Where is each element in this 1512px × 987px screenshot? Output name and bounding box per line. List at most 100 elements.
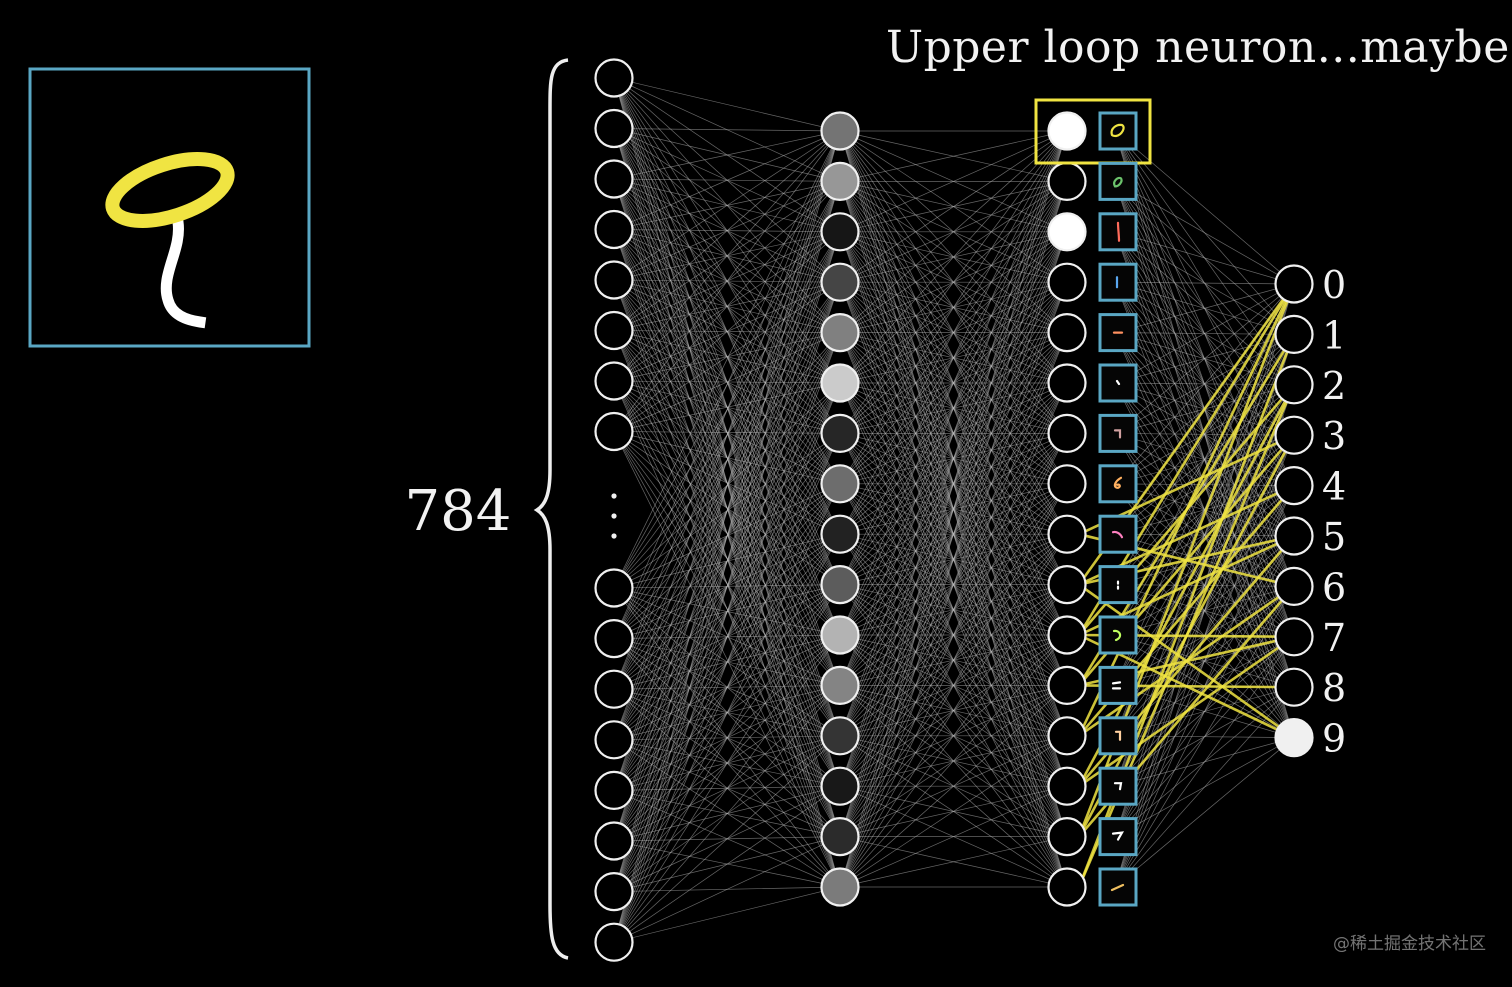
output-neuron bbox=[1274, 516, 1314, 556]
connection-edge bbox=[1114, 283, 1295, 434]
connection-edge bbox=[839, 130, 1068, 434]
hidden2-neuron bbox=[1047, 413, 1087, 453]
hidden2-neuron bbox=[1047, 262, 1087, 302]
connection-edge bbox=[1114, 283, 1295, 384]
hidden1-neuron bbox=[820, 111, 860, 151]
connection-edge bbox=[613, 128, 841, 132]
connection-edge bbox=[1114, 283, 1295, 888]
thumbnail-stroke bbox=[1111, 681, 1122, 690]
connection-edge bbox=[1114, 586, 1295, 888]
thumbnail-frame bbox=[1098, 413, 1138, 453]
connection-edge bbox=[613, 785, 841, 943]
output-label: 2 bbox=[1322, 364, 1346, 408]
thumbnail-frame bbox=[1098, 161, 1138, 201]
output-label: 0 bbox=[1322, 263, 1346, 307]
hidden1-neuron bbox=[820, 615, 860, 655]
thumbnail-stroke bbox=[1113, 176, 1123, 188]
hidden1-neuron bbox=[820, 514, 860, 554]
connection-edge bbox=[613, 181, 841, 943]
thumbnail-stroke bbox=[1111, 530, 1124, 539]
connection-edge bbox=[839, 130, 1068, 283]
output-label: 5 bbox=[1322, 515, 1346, 559]
connection-edge bbox=[613, 332, 841, 943]
input-neuron bbox=[594, 720, 634, 760]
connection-edge bbox=[839, 433, 1068, 888]
connection-edge bbox=[839, 130, 1068, 888]
connection-edge bbox=[613, 433, 841, 943]
input-neuron bbox=[594, 260, 634, 300]
connection-edge bbox=[839, 332, 1068, 888]
connection-edge bbox=[613, 130, 841, 943]
connection-edge bbox=[613, 431, 841, 485]
connection-edge bbox=[839, 130, 1068, 484]
connection-edge bbox=[1114, 283, 1295, 837]
input-neuron bbox=[594, 108, 634, 149]
connection-edge bbox=[613, 886, 841, 943]
feature-thumbnails bbox=[1098, 111, 1138, 907]
connection-edge bbox=[1114, 283, 1295, 787]
neurons bbox=[594, 58, 1314, 962]
feature-thumbnail bbox=[1098, 565, 1138, 605]
hidden1-neuron bbox=[820, 262, 860, 302]
hidden2-neuron bbox=[1047, 464, 1087, 504]
hidden1-neuron bbox=[820, 363, 860, 403]
feature-thumbnail bbox=[1098, 615, 1138, 655]
connection-edge bbox=[839, 231, 1068, 888]
connection-edge bbox=[1114, 435, 1295, 888]
hidden2-neuron bbox=[1047, 766, 1087, 806]
hidden2-neuron bbox=[1047, 212, 1087, 252]
feature-thumbnail bbox=[1098, 262, 1138, 302]
connection-edge bbox=[839, 382, 1068, 888]
hidden1-neuron bbox=[820, 413, 860, 453]
input-neuron bbox=[594, 871, 634, 912]
output-neuron bbox=[1274, 566, 1314, 607]
connection-edge bbox=[613, 130, 841, 690]
connection-edge bbox=[613, 130, 841, 281]
connection-edge bbox=[613, 431, 841, 434]
thumbnail-stroke bbox=[1111, 831, 1125, 841]
output-neuron bbox=[1274, 466, 1314, 506]
connection-edge bbox=[1114, 231, 1295, 285]
connection-edge bbox=[839, 534, 1068, 888]
connection-edge bbox=[839, 735, 1068, 888]
feature-thumbnail bbox=[1098, 716, 1138, 756]
connection-edge bbox=[839, 130, 1068, 535]
output-neuron bbox=[1274, 667, 1314, 707]
connection-edge bbox=[613, 685, 841, 943]
connection-edge bbox=[613, 282, 841, 943]
thumbnail-frame bbox=[1098, 817, 1138, 857]
connection-edge bbox=[839, 130, 1068, 787]
output-neuron bbox=[1274, 314, 1314, 354]
thumbnail-stroke bbox=[1110, 883, 1125, 892]
thumbnail-stroke bbox=[1114, 730, 1122, 741]
hidden2-neuron bbox=[1047, 161, 1087, 201]
output-neuron bbox=[1274, 415, 1314, 455]
thumbnail-stroke bbox=[1110, 123, 1125, 138]
connection-edge bbox=[613, 130, 841, 331]
hidden1-neuron bbox=[820, 212, 860, 252]
input-neuron bbox=[594, 922, 634, 962]
hidden1-neuron bbox=[820, 766, 860, 806]
connection-edge bbox=[613, 130, 841, 180]
digit-tail-stroke bbox=[160, 215, 207, 329]
hidden1-neuron bbox=[820, 161, 860, 201]
connection-edge bbox=[613, 382, 841, 432]
connection-edge bbox=[613, 431, 841, 737]
hidden2-neuron bbox=[1047, 111, 1087, 151]
connection-edge bbox=[1114, 686, 1295, 888]
ellipsis-dot bbox=[611, 493, 617, 499]
output-label: 3 bbox=[1322, 414, 1346, 458]
connection-edge bbox=[839, 130, 1068, 636]
thumbnail-frame bbox=[1098, 565, 1138, 605]
thumbnail-stroke bbox=[1113, 782, 1123, 791]
connection-edge bbox=[613, 634, 841, 943]
hidden2-neuron bbox=[1047, 867, 1087, 907]
connection-edge bbox=[613, 130, 841, 740]
connection-edge bbox=[839, 130, 1068, 585]
connection-edge bbox=[613, 130, 841, 382]
connection-edge bbox=[839, 584, 1068, 888]
connection-edge bbox=[613, 431, 841, 636]
thumbnail-frame bbox=[1098, 665, 1138, 705]
thumbnail-stroke bbox=[1112, 629, 1122, 642]
